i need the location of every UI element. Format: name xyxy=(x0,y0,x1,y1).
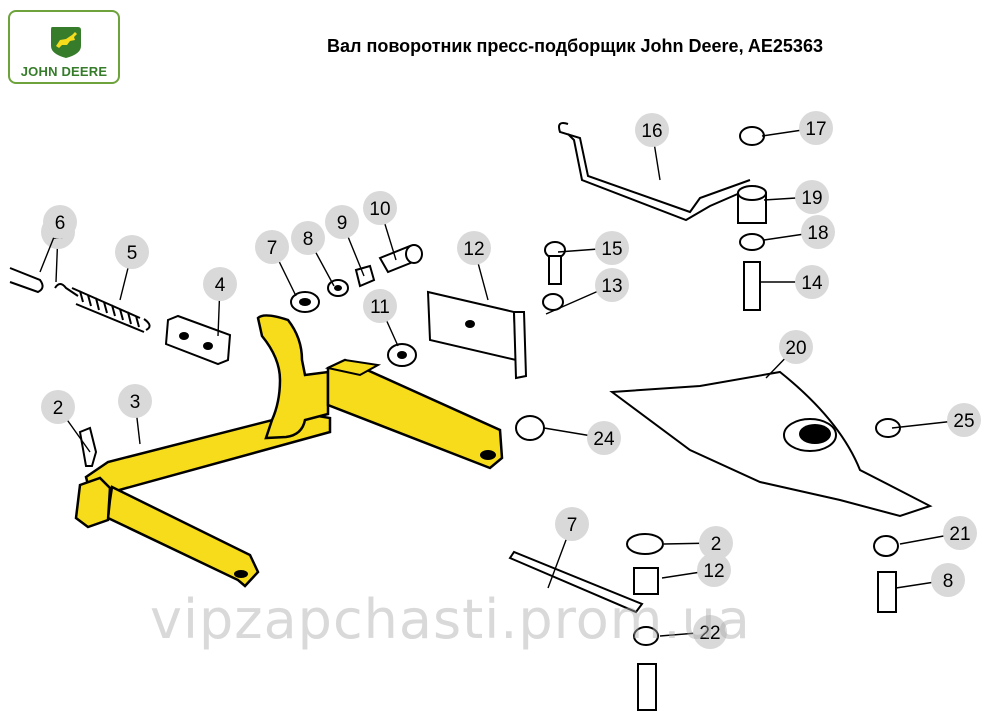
callout-bubble xyxy=(115,235,149,269)
bolt-part-9 xyxy=(378,244,423,274)
washer-part-16 xyxy=(739,126,765,146)
callout-number-7: 7 xyxy=(567,515,578,536)
callout-bubble xyxy=(118,384,152,418)
callout-bubble xyxy=(291,221,325,255)
callout-bubble xyxy=(363,191,397,225)
washer-part-12-top xyxy=(542,293,564,311)
callout-number-8: 8 xyxy=(303,229,314,250)
callout-bubble xyxy=(795,180,829,214)
bushing-part-6 xyxy=(290,291,320,313)
callout-bubble xyxy=(947,403,981,437)
callout-number-11: 11 xyxy=(370,297,390,318)
callout-number-14: 14 xyxy=(801,273,823,294)
callout-bubble xyxy=(779,330,813,364)
callout-number-13: 13 xyxy=(601,276,622,297)
callout-number-8: 8 xyxy=(943,571,954,592)
bushing-part-17 xyxy=(737,185,767,224)
fitting-part-25 xyxy=(515,415,545,441)
rod-part-24 xyxy=(508,550,644,614)
callout-bubble xyxy=(325,205,359,239)
callout-bubble xyxy=(587,421,621,455)
plate-part-14 xyxy=(609,370,933,518)
spring-part-4 xyxy=(54,283,151,333)
callout-number-5: 5 xyxy=(127,243,138,264)
callout-number-7: 7 xyxy=(267,238,278,259)
callout-bubble xyxy=(595,231,629,265)
washer-part-7 xyxy=(327,279,349,297)
callout-bubble xyxy=(931,563,965,597)
bolt-part-21 xyxy=(877,571,897,613)
pin-part-1 xyxy=(78,426,98,467)
washer-part-20 xyxy=(875,418,901,438)
rod-part-15 xyxy=(558,122,757,222)
callout-number-18: 18 xyxy=(807,223,828,244)
callout-bubble xyxy=(801,215,835,249)
washer-part-7-bottom xyxy=(626,533,664,555)
callout-bubble xyxy=(635,113,669,147)
callout-bubble xyxy=(693,615,727,649)
callout-bubble xyxy=(363,289,397,323)
callout-number-2: 2 xyxy=(711,534,722,555)
bolt-part-18 xyxy=(743,261,761,311)
callout-bubble xyxy=(43,205,77,239)
callout-number-9: 9 xyxy=(337,213,348,234)
callout-bubble xyxy=(457,231,491,265)
callout-bubble xyxy=(41,390,75,424)
callout-bubble xyxy=(799,111,833,145)
callout-number-16: 16 xyxy=(641,121,662,142)
bolt-part-22 xyxy=(637,663,657,711)
plate-part-3 xyxy=(164,314,232,366)
callout-number-19: 19 xyxy=(801,188,822,209)
callout-number-4: 4 xyxy=(215,275,226,296)
callout-bubble xyxy=(943,516,977,550)
bushing-part-2-bottom xyxy=(633,567,659,595)
john-deere-logo: JOHN DEERE xyxy=(8,10,120,84)
logo-text: JOHN DEERE xyxy=(20,64,108,79)
callout-number-22: 22 xyxy=(699,623,720,644)
callout-number-12: 12 xyxy=(463,239,484,260)
nut-part-8 xyxy=(354,264,376,288)
washer-part-12-right xyxy=(873,535,899,557)
page-title: Вал поворотник пресс-подборщик John Deer… xyxy=(327,36,823,56)
callout-bubble xyxy=(595,268,629,302)
callout-number-12: 12 xyxy=(703,561,724,582)
highlighted-shaft-assembly xyxy=(74,314,504,588)
callout-number-20: 20 xyxy=(785,338,806,359)
callout-number-2: 2 xyxy=(53,398,64,419)
callout-number-15: 15 xyxy=(601,239,622,260)
bracket-part-11 xyxy=(426,290,528,380)
callout-number-25: 25 xyxy=(953,411,974,432)
callout-bubble xyxy=(699,526,733,560)
callout-layer: 1234567891011121315161719181420252472122… xyxy=(39,111,981,649)
callout-bubble xyxy=(697,553,731,587)
nut-part-8-bottom xyxy=(633,626,659,646)
callout-number-6: 6 xyxy=(55,213,66,234)
callout-number-17: 17 xyxy=(805,119,826,140)
deer-logo-icon xyxy=(51,27,81,58)
callout-number-3: 3 xyxy=(130,392,141,413)
washer-part-10 xyxy=(387,343,417,367)
callout-number-10: 10 xyxy=(369,199,390,220)
hook-part-5 xyxy=(9,267,44,294)
callout-bubble xyxy=(795,265,829,299)
callout-bubble xyxy=(203,267,237,301)
callout-bubble xyxy=(555,507,589,541)
callout-number-24: 24 xyxy=(593,429,615,450)
bolt-part-13 xyxy=(544,241,566,285)
washer-part-19 xyxy=(739,233,765,251)
callout-number-21: 21 xyxy=(949,524,970,545)
callout-bubble xyxy=(255,230,289,264)
